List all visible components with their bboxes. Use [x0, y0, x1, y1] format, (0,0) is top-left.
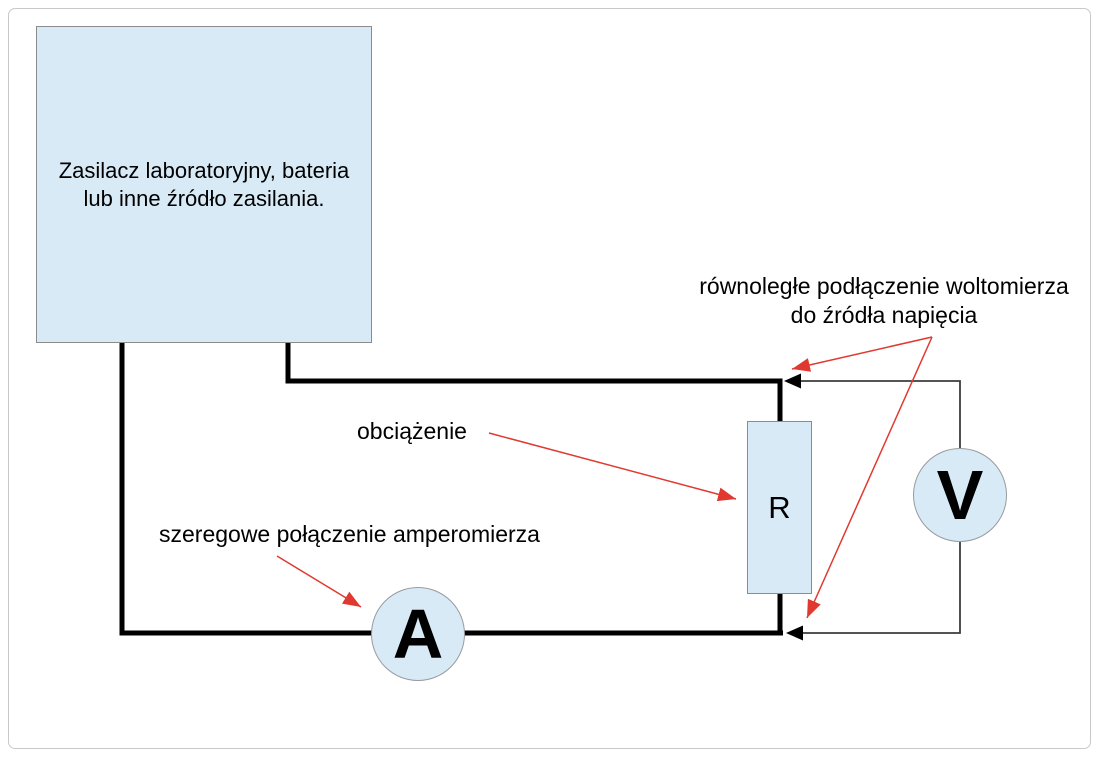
wire-bottom-loop [119, 343, 783, 636]
page-border [8, 8, 1091, 749]
voltmeter-note-line2: do źródła napięcia [790, 302, 978, 328]
power-source-label-line2: lub inne źródło zasilania. [83, 185, 325, 211]
thin-wire-voltmeter-bottom [798, 541, 961, 634]
voltmeter-note-line1: równoległe podłączenie woltomierza [699, 273, 1069, 299]
voltmeter-annotation-arrow-top [791, 336, 933, 372]
junction-arrowhead-top-icon [784, 373, 801, 389]
resistor-label: R [768, 489, 791, 525]
ammeter-circle: A [371, 587, 465, 681]
power-source-box: Zasilacz laboratoryjny, bateria lub inne… [36, 26, 372, 343]
load-note: obciążenie [357, 418, 467, 444]
ammeter-annotation-arrow [276, 555, 362, 608]
wire-top-loop [285, 343, 783, 422]
voltmeter-label: V [936, 456, 984, 534]
ammeter-label: A [392, 595, 444, 673]
voltmeter-note: równoległe podłączenie woltomierza do źr… [664, 272, 1099, 330]
voltmeter-circle: V [913, 448, 1007, 542]
ammeter-note: szeregowe połączenie amperomierza [159, 521, 540, 547]
thin-wire-voltmeter-top [798, 380, 961, 449]
power-source-label-line1: Zasilacz laboratoryjny, bateria [58, 157, 350, 183]
voltmeter-annotation-arrow-bottom [806, 336, 933, 619]
resistor-box: R [747, 421, 812, 594]
junction-arrowhead-bottom-icon [786, 625, 803, 641]
load-annotation-arrow [488, 432, 737, 502]
